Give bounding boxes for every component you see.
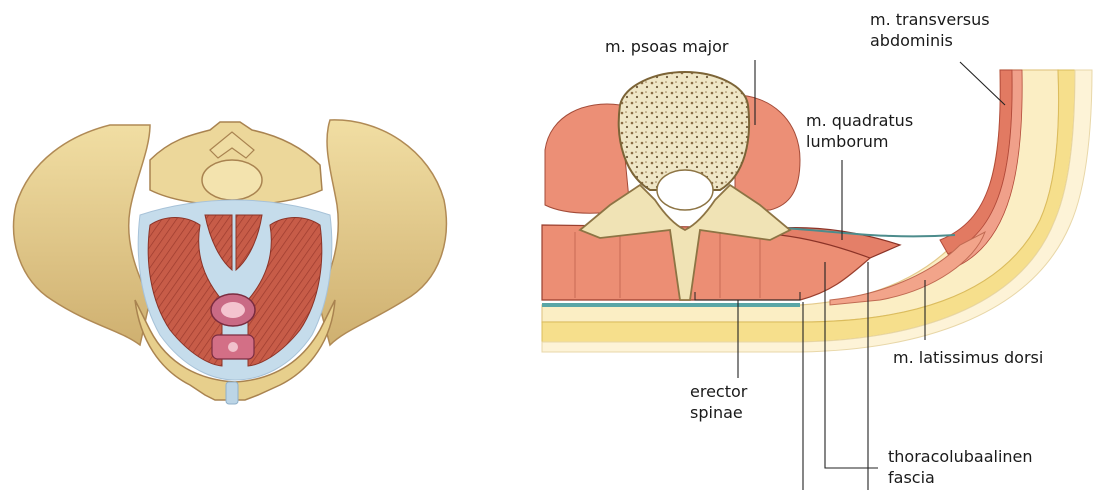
label-quadratus-1: m. quadratus: [806, 111, 913, 130]
label-fascia-2: fascia: [888, 468, 935, 487]
label-psoas-major: m. psoas major: [605, 37, 729, 56]
spinal-canal: [657, 170, 713, 210]
vertebral-body: [202, 160, 262, 200]
label-erector-1: erector: [690, 382, 748, 401]
label-transversus-1: m. transversus: [870, 10, 990, 29]
anal-opening: [228, 342, 238, 352]
right-iliac-wing: [318, 120, 446, 345]
label-erector-2: spinae: [690, 403, 743, 422]
label-fascia-1: thoracolubaalinen: [888, 447, 1033, 466]
label-quadratus-2: lumborum: [806, 132, 888, 151]
urogenital-inner: [221, 302, 245, 318]
label-latissimus: m. latissimus dorsi: [893, 348, 1043, 367]
pelvis-illustration: [14, 120, 447, 404]
label-transversus-2: abdominis: [870, 31, 953, 50]
left-iliac-wing: [14, 125, 150, 345]
psoas-major-left: [545, 104, 630, 213]
coccyx: [226, 382, 238, 404]
leader-transversus: [960, 62, 1005, 105]
